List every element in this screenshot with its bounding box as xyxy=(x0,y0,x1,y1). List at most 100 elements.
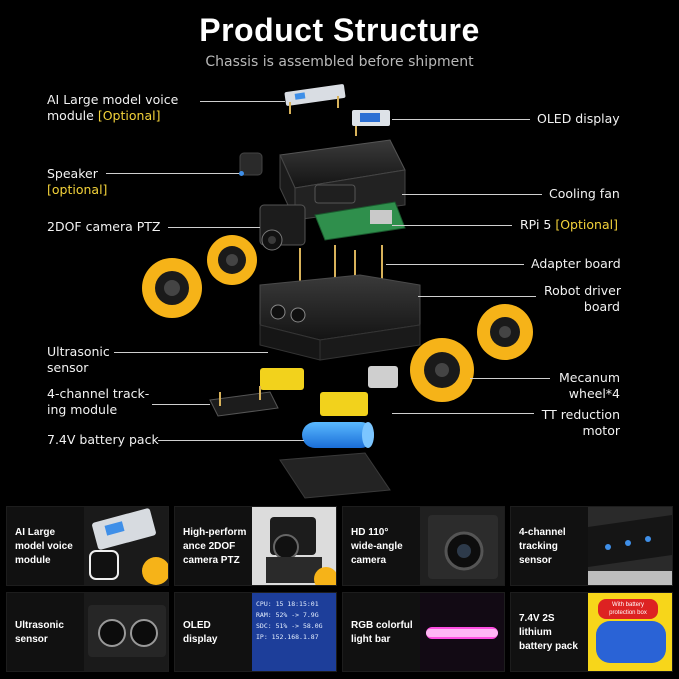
mecanum-wheel-rear-left xyxy=(207,235,257,285)
label-tracking-module: 4-channel track- ing module xyxy=(47,386,149,418)
pointer-line-tracking xyxy=(152,404,210,405)
oled-row: CPU: 15 18:15:01 xyxy=(256,600,319,608)
label-oled: OLED display xyxy=(537,111,620,126)
pointer-dot-speaker xyxy=(239,171,244,176)
label-mecanum-wheel: Mecanum wheel*4 xyxy=(558,370,620,402)
feature-line: AI Large xyxy=(15,527,56,538)
feature-text: OLED display xyxy=(183,593,255,671)
oled-row: RAM: 52% -> 7.9G xyxy=(256,611,319,619)
mecanum-wheel-front-right xyxy=(410,338,474,402)
pointer-line-ultrasonic xyxy=(114,352,268,353)
battery-pack-part xyxy=(302,422,374,448)
feature-line: 4-channel xyxy=(519,527,566,538)
feature-camera-ptz: High-perform ance 2DOF camera PTZ xyxy=(174,506,337,586)
pointer-line-rpi xyxy=(392,225,512,226)
ai-module-thumbnail xyxy=(84,507,168,585)
label-tt-motor: TT reduction motor xyxy=(540,407,620,439)
pointer-line-driver xyxy=(418,296,536,297)
label-ultrasonic: Ultrasonic sensor xyxy=(47,344,110,376)
feature-text: High-perform ance 2DOF camera PTZ xyxy=(183,507,255,585)
feature-line: lithium xyxy=(519,627,552,638)
feature-line: light bar xyxy=(351,634,391,645)
label-driver-line1: Robot driver xyxy=(544,283,622,298)
pointer-line-adapter xyxy=(386,264,524,265)
feature-battery-pack: 7.4V 2S lithium battery pack With batter… xyxy=(510,592,673,672)
robot-exploded-illustration xyxy=(142,84,533,499)
feature-wide-angle-camera: HD 110° wide-angle camera xyxy=(342,506,505,586)
feature-text: RGB colorful light bar xyxy=(351,593,423,671)
label-tracking-line2: ing module xyxy=(47,402,118,417)
label-motor-line2: motor xyxy=(582,423,620,438)
label-mecanum-line2: wheel*4 xyxy=(568,386,620,401)
pointer-line-fan xyxy=(402,194,542,195)
feature-rgb-light-bar: RGB colorful light bar xyxy=(342,592,505,672)
cooling-fan-part xyxy=(314,184,356,204)
label-ultrasonic-line1: Ultrasonic xyxy=(47,344,110,359)
label-driver-line2: board xyxy=(583,299,620,314)
feature-text: HD 110° wide-angle camera xyxy=(351,507,423,585)
feature-line: sensor xyxy=(15,634,48,645)
pointer-line-motor xyxy=(392,413,534,414)
pointer-line-battery xyxy=(158,440,304,441)
battery-protection-tag: With battery protection box xyxy=(598,599,658,619)
label-cooling-fan: Cooling fan xyxy=(549,186,620,201)
feature-line: camera PTZ xyxy=(183,555,240,566)
ultrasonic-thumbnail xyxy=(84,593,168,671)
camera-ptz-part xyxy=(259,204,306,251)
page-subtitle: Chassis is assembled before shipment xyxy=(205,54,474,70)
feature-line: HD 110° xyxy=(351,527,389,538)
page-title: Product Structure xyxy=(199,12,480,48)
tt-motors xyxy=(260,366,398,416)
feature-ultrasonic-sensor: Ultrasonic sensor xyxy=(6,592,169,672)
label-rpi-text: RPi 5 xyxy=(520,217,552,232)
feature-line: wide-angle xyxy=(351,541,403,552)
battery-shape xyxy=(596,621,666,663)
ai-voice-module-board xyxy=(284,84,346,114)
feature-line: module xyxy=(15,555,51,566)
feature-ai-voice-module: AI Large model voice module xyxy=(6,506,169,586)
feature-line: High-perform xyxy=(183,527,247,538)
rpi-board xyxy=(314,201,406,241)
feature-line: sensor xyxy=(519,555,552,566)
oled-row: SDC: 51% -> 58.0G xyxy=(256,622,323,630)
label-motor-line1: TT reduction xyxy=(541,407,620,422)
feature-text: 7.4V 2S lithium battery pack xyxy=(519,593,591,671)
label-battery: 7.4V battery pack xyxy=(47,432,159,447)
label-adapter-board: Adapter board xyxy=(531,256,621,271)
feature-line: RGB colorful xyxy=(351,620,413,631)
oled-screen-thumbnail: CPU: 15 18:15:01 RAM: 52% -> 7.9G SDC: 5… xyxy=(252,593,336,671)
label-ai-voice-module: AI Large model voice module [Optional] xyxy=(47,92,178,124)
feature-text: Ultrasonic sensor xyxy=(15,593,87,671)
feature-line: 7.4V 2S xyxy=(519,613,555,624)
feature-text: 4-channel tracking sensor xyxy=(519,507,591,585)
label-driver-board: Robot driver board xyxy=(544,283,622,315)
pointer-line-speaker xyxy=(106,173,240,174)
tracking-sensor-thumbnail xyxy=(588,507,672,585)
feature-line: battery pack xyxy=(519,641,578,652)
feature-line: Ultrasonic xyxy=(15,620,64,631)
chassis-body xyxy=(259,274,421,361)
pointer-line-mecanum xyxy=(470,378,550,379)
feature-oled-display: OLED display CPU: 15 18:15:01 RAM: 52% -… xyxy=(174,592,337,672)
label-ai-voice-module-line2: module xyxy=(47,108,94,123)
wide-angle-camera-thumbnail xyxy=(420,507,504,585)
label-rpi: RPi 5 [Optional] xyxy=(520,217,618,233)
oled-module xyxy=(352,110,390,136)
label-ultrasonic-line2: sensor xyxy=(47,360,89,375)
pointer-line-camera xyxy=(168,227,260,228)
feature-tracking-sensor: 4-channel tracking sensor xyxy=(510,506,673,586)
label-speaker-optional: [optional] xyxy=(47,182,108,197)
label-mecanum-line1: Mecanum xyxy=(558,370,620,385)
mecanum-wheel-rear-right xyxy=(477,304,533,360)
feature-text: AI Large model voice module xyxy=(15,507,87,585)
label-speaker: Speaker [optional] xyxy=(47,166,107,198)
label-ai-voice-module-optional: [Optional] xyxy=(97,108,161,123)
feature-line: OLED xyxy=(183,620,211,631)
bottom-plate xyxy=(279,452,391,499)
feature-line: tracking xyxy=(519,541,558,552)
label-tracking-line1: 4-channel track- xyxy=(47,386,150,401)
label-ai-voice-module-line1: AI Large model voice xyxy=(47,92,179,107)
battery-thumbnail: With battery protection box xyxy=(588,593,672,671)
oled-row: IP: 152.168.1.87 xyxy=(256,633,319,641)
speaker-box xyxy=(239,152,263,176)
